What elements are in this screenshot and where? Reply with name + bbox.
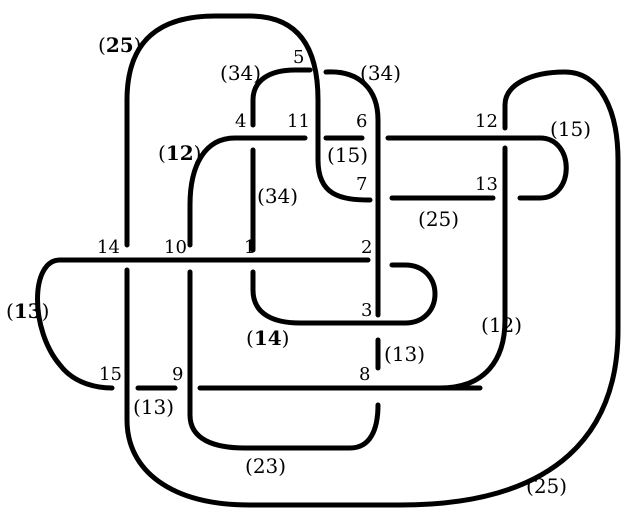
strand-34-right (323, 69, 381, 318)
arc-label-25-top: (25) (98, 33, 141, 57)
crossing-8: 8 (359, 364, 370, 385)
arc-label-12-left: (12) (158, 141, 201, 165)
arc-label-34-mid: (34) (257, 184, 298, 208)
arc-label-34-left: (34) (220, 61, 261, 85)
arc-label-12-right: (12) (481, 313, 522, 337)
arc-label-13-left: (13) (6, 299, 49, 323)
knot-strands (35, 13, 621, 508)
crossing-1: 1 (244, 237, 255, 258)
strand-34-loop (250, 67, 313, 128)
strand-14-loop (250, 262, 438, 326)
crossing-14: 14 (97, 237, 120, 258)
arc-labels: (25) (34) (34) (15) (12) (15) (34) (25) … (6, 33, 591, 498)
strand-15-top (385, 135, 569, 201)
arc-label-13-mid: (13) (384, 342, 425, 366)
arc-label-23: (23) (245, 454, 286, 478)
strand-outer-left (124, 13, 373, 248)
strand-23-loop (187, 269, 381, 451)
strand-25-outer (124, 69, 621, 508)
crossing-12: 12 (475, 111, 498, 132)
strand-12-right (437, 145, 508, 391)
crossing-4: 4 (235, 111, 246, 132)
arc-label-25-mid: (25) (418, 207, 459, 231)
arc-label-14: (14) (246, 326, 289, 350)
crossing-6: 6 (356, 111, 367, 132)
crossing-7: 7 (356, 174, 367, 195)
arc-label-13-low: (13) (133, 395, 174, 419)
arc-label-15-mid: (15) (327, 143, 368, 167)
crossing-13: 13 (475, 174, 498, 195)
strand-12-left (187, 135, 308, 248)
crossing-2: 2 (361, 237, 372, 258)
crossing-15: 15 (99, 364, 122, 385)
crossing-labels: 1 2 3 4 5 6 7 8 9 10 11 12 13 14 15 (97, 47, 498, 385)
arc-label-15-top: (15) (550, 117, 591, 141)
strand-13-left (35, 257, 115, 391)
crossing-5: 5 (293, 47, 304, 68)
crossing-9: 9 (172, 364, 183, 385)
crossing-3: 3 (361, 300, 372, 321)
arc-label-34-right: (34) (360, 61, 401, 85)
crossing-10: 10 (164, 237, 187, 258)
arc-label-25-bottom: (25) (526, 474, 567, 498)
crossing-11: 11 (287, 111, 310, 132)
